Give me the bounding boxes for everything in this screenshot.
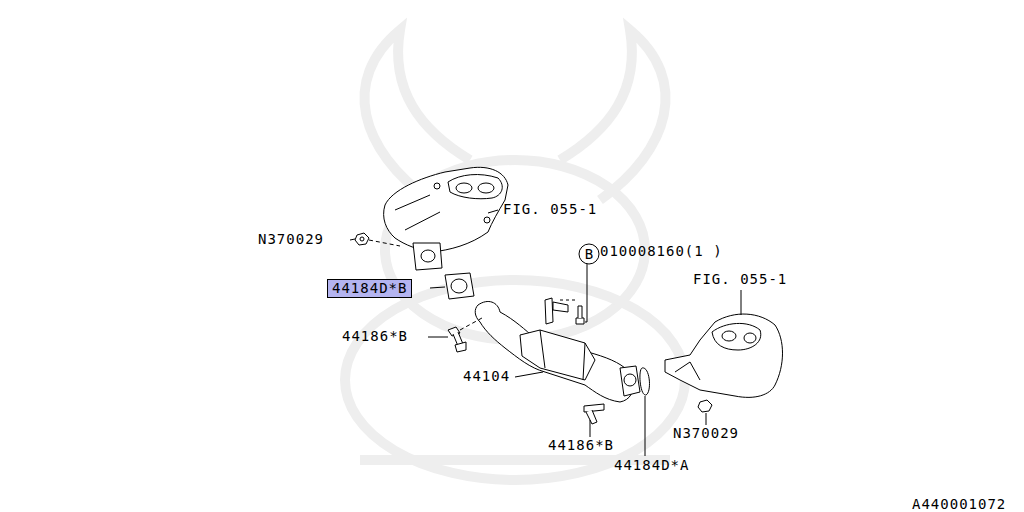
- circle-outline: [579, 244, 599, 264]
- bolt: [584, 404, 604, 424]
- part-number: 44184D*A: [614, 458, 689, 473]
- exhaust-manifold: [665, 314, 783, 397]
- diagram-code: A440001072: [912, 497, 1006, 512]
- part-number: 44104: [463, 369, 510, 384]
- gasket: [445, 273, 474, 299]
- figure-reference: FIG. 055-1: [693, 272, 787, 287]
- part-number: N370029: [258, 232, 324, 247]
- part-number: 44186*B: [342, 329, 408, 344]
- node-text: 44184D*B: [332, 280, 407, 296]
- bolt: [448, 327, 466, 352]
- bolt: [576, 306, 584, 324]
- front-pipe: [475, 301, 633, 402]
- circled-letter: B: [578, 243, 600, 265]
- figure-reference: FIG. 055-1: [503, 202, 597, 217]
- highlighted-part-number: 44184D*B: [327, 279, 412, 298]
- part-number: N370029: [673, 426, 739, 441]
- exhaust-manifold: [384, 167, 508, 252]
- part-number: 010008160(1 ): [600, 244, 723, 259]
- node-text: B: [585, 246, 593, 262]
- leader-lines: [350, 210, 741, 456]
- part-number: 44186*B: [548, 438, 614, 453]
- nut: [355, 233, 369, 245]
